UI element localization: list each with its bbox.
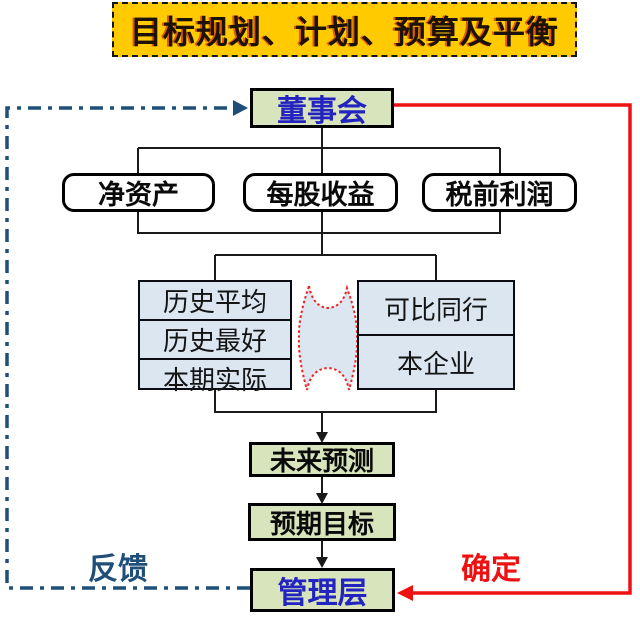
node-goal: 预期目标 bbox=[248, 503, 396, 541]
diagram-title: 目标规划、计划、预算及平衡 bbox=[129, 13, 559, 50]
node-management-label: 管理层 bbox=[277, 577, 368, 610]
benchmark-row: 本企业 bbox=[359, 334, 513, 388]
node-metric-net-assets: 净资产 bbox=[62, 173, 215, 212]
connector-tree bbox=[137, 128, 501, 562]
management-arrowhead-icon bbox=[316, 557, 328, 568]
node-forecast-label: 未来预测 bbox=[269, 446, 374, 476]
determine-arrowhead-icon bbox=[397, 585, 413, 601]
compare-double-arrow-icon bbox=[297, 282, 359, 391]
goal-arrowhead-icon bbox=[316, 493, 328, 504]
node-history-table: 历史平均 历史最好 本期实际 bbox=[138, 280, 292, 395]
history-row: 历史最好 bbox=[140, 319, 290, 358]
determine-arrow-line bbox=[394, 103, 632, 595]
title-banner: 目标规划、计划、预算及平衡 bbox=[112, 2, 577, 57]
node-metric-pretax-profit: 税前利润 bbox=[422, 173, 577, 212]
determine-label: 确定 bbox=[461, 553, 521, 586]
feedback-label: 反馈 bbox=[88, 553, 148, 586]
node-metric-label: 净资产 bbox=[98, 180, 179, 210]
node-goal-label: 预期目标 bbox=[269, 508, 374, 539]
node-metric-label: 税前利润 bbox=[445, 180, 554, 210]
node-board: 董事会 bbox=[250, 88, 394, 128]
benchmark-row: 可比同行 bbox=[383, 295, 488, 325]
node-management: 管理层 bbox=[250, 568, 395, 612]
node-metric-label: 每股收益 bbox=[266, 180, 375, 210]
node-benchmark-table: 可比同行 本企业 bbox=[357, 280, 515, 390]
node-forecast: 未来预测 bbox=[249, 442, 395, 477]
forecast-arrowhead-icon bbox=[316, 432, 328, 443]
node-board-label: 董事会 bbox=[277, 95, 367, 128]
feedback-arrowhead-icon bbox=[233, 100, 248, 116]
history-row: 本期实际 bbox=[140, 358, 290, 397]
history-row: 历史平均 bbox=[162, 288, 267, 317]
node-metric-eps: 每股收益 bbox=[243, 173, 398, 212]
